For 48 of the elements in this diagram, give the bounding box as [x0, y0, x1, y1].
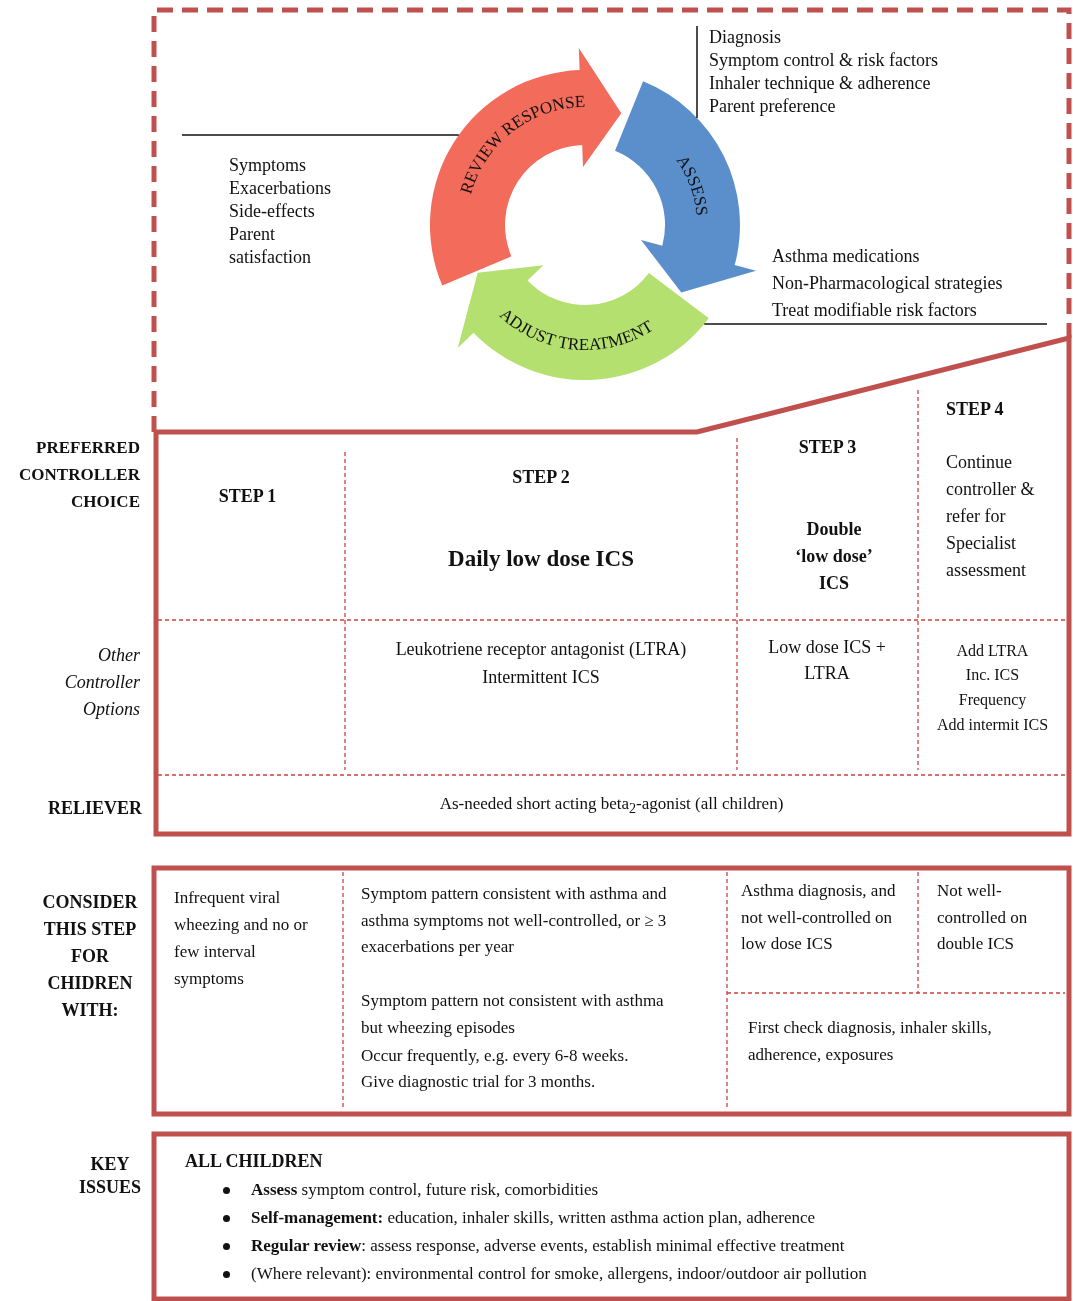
- table-text: Occur frequently, e.g. every 6-8 weeks.: [361, 1045, 630, 1067]
- table-text: First check diagnosis, inhaler skills, adherence, exposures: [748, 1017, 993, 1066]
- table-text: Double ‘low dose’ ICS: [794, 518, 874, 595]
- column-heading: STEP 3: [797, 436, 858, 459]
- table-text: Intermittent ICS: [481, 666, 601, 689]
- list-item: Symptoms: [229, 154, 308, 177]
- column-heading: STEP 2: [511, 466, 571, 489]
- cycle-segment: [457, 265, 709, 380]
- row-heading: PREFERRED CONTROLLER CHOICE: [18, 437, 140, 513]
- row-heading: KEY ISSUES: [77, 1153, 142, 1199]
- list-item: Assess symptom control, future risk, comorbidities: [251, 1179, 600, 1201]
- row-heading: Other Controller Options: [63, 644, 140, 721]
- list-item: Symptom control & risk factors: [709, 49, 939, 72]
- table-text: Continue controller & refer for Specialist assessment: [946, 451, 1036, 582]
- leader-line: [181, 134, 460, 136]
- table-text: Add LTRA: [955, 641, 1030, 661]
- leader-line: [696, 25, 698, 119]
- list-item: Non-Pharmacological strategies: [772, 272, 1004, 295]
- list-item: Self-management: education, inhaler skills, written asthma action plan, adherence: [251, 1207, 817, 1229]
- row-heading: CONSIDER THIS STEP FOR CHIDREN WITH:: [41, 891, 139, 1022]
- list-item: Parent satisfaction: [229, 223, 312, 269]
- row-heading: RELIEVER: [46, 797, 142, 820]
- table-text: Symptom pattern not consistent with asthma but wheezing episodes: [361, 990, 665, 1039]
- list-item: Diagnosis: [709, 26, 782, 49]
- table-text: Infrequent viral wheezing and no or few interval symptoms: [174, 887, 309, 990]
- list-item: (Where relevant): environmental control for smoke, allergens, indoor/outdoor air pollution: [251, 1263, 868, 1285]
- table-text: As-needed short acting beta$_{2}$-agonist (all children): [438, 793, 785, 819]
- table-text: Add intermit ICS: [935, 715, 1050, 735]
- table-text: Low dose ICS + LTRA: [767, 636, 887, 685]
- column-heading: STEP 4: [946, 398, 1005, 421]
- list-item: Inhaler technique & adherence: [709, 72, 932, 95]
- list-item: Exacerbations: [229, 177, 332, 200]
- list-item: Side-effects: [229, 200, 316, 223]
- table-text: Inc. ICS Frequency: [957, 665, 1028, 711]
- column-heading: STEP 1: [217, 485, 278, 508]
- table-text: ALL CHILDREN: [185, 1150, 324, 1173]
- table-text: Symptom pattern consistent with asthma and asthma symptoms not well-controlled, or ≥ 3 exacerbations per year: [361, 883, 668, 958]
- cycle-segment: [430, 48, 622, 286]
- table-text: Asthma diagnosis, and not well-controlled on low dose ICS: [741, 880, 897, 955]
- leader-line: [703, 323, 1048, 325]
- list-item: Regular review: assess response, adverse events, establish minimal effective treatment: [251, 1235, 846, 1257]
- table-text: Daily low dose ICS: [447, 545, 635, 573]
- list-item: Parent preference: [709, 95, 837, 118]
- table-text: Give diagnostic trial for 3 months.: [361, 1071, 597, 1093]
- list-item: Asthma medications: [772, 245, 921, 268]
- table-text: Not well-controlled on double ICS: [937, 880, 1029, 955]
- table-text: Leukotriene receptor antagonist (LTRA): [394, 638, 688, 661]
- list-item: Treat modifiable risk factors: [772, 299, 978, 322]
